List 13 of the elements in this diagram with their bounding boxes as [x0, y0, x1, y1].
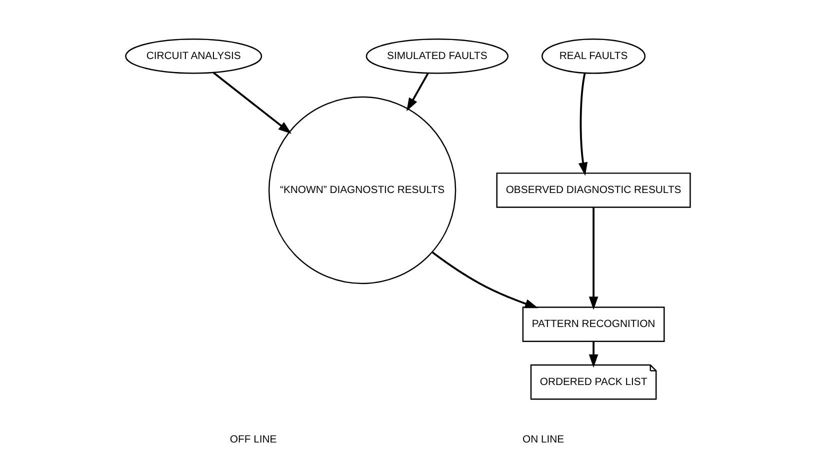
node-ellipse: SIMULATED FAULTS	[366, 38, 509, 74]
arrow	[432, 252, 538, 308]
arrow	[588, 207, 598, 310]
label: ON LINE	[522, 434, 564, 446]
label: OFF LINE	[230, 434, 277, 446]
node-ellipse: CIRCUIT ANALYSIS	[125, 38, 262, 74]
node-box: OBSERVED DIAGNOSTIC RESULTS	[496, 172, 691, 208]
arrow	[406, 72, 429, 112]
node-box: PATTERN RECOGNITION	[522, 306, 665, 342]
arrow	[588, 341, 598, 368]
arrow	[578, 72, 588, 176]
node-ellipse: REAL FAULTS	[542, 38, 646, 74]
arrow	[212, 72, 292, 134]
